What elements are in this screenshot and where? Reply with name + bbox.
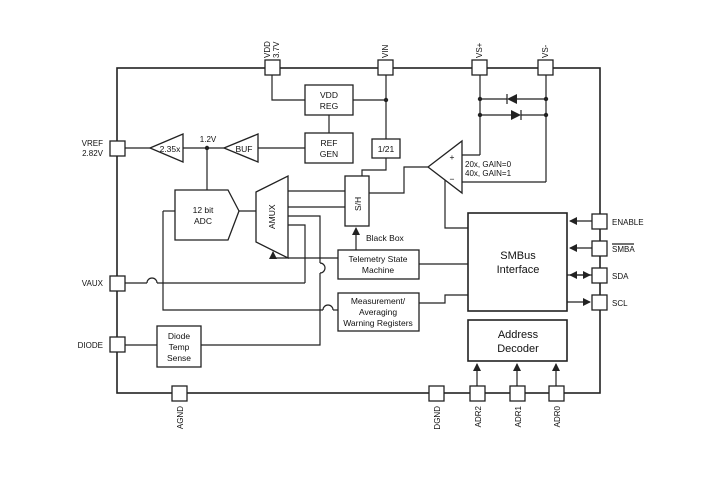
pin-vin [377,59,394,76]
wires [125,75,592,386]
adc-label-1: 12 bit [193,205,214,215]
label-scl: SCL [612,299,628,308]
label-vs-plus: VS+ [475,42,484,58]
diode-icon-upper [507,94,517,104]
ref-gen-label-1: REF [321,138,338,148]
gain-note-2: 40x, GAIN=1 [465,169,512,178]
diode-temp-label-1: Diode [168,331,190,341]
diode-temp-sense-block [156,325,202,368]
divider-label: 1/21 [378,144,395,154]
label-enable: ENABLE [612,218,644,227]
label-adr0: ADR0 [553,405,562,427]
telemetry-label-1: Telemetry State [348,254,407,264]
gain-note-1: 20x, GAIN=0 [465,160,512,169]
addr-label-1: Address [498,329,539,341]
smbus-interface-block [467,212,568,312]
label-vdd: VDD [263,41,272,58]
label-vs-minus: VS- [541,44,550,58]
pin-vdd [264,59,281,76]
label-vdd-voltage: 3.7V [272,41,281,58]
pin-adr0 [548,385,565,402]
pin-vs-minus [537,59,554,76]
label-vref-voltage: 2.82V [82,149,104,158]
measurement-registers-block [337,292,420,332]
pin-scl [591,294,608,311]
pin-diode [109,336,126,353]
smbus-label-2: Interface [497,264,540,276]
sample-hold-label: S/H [353,197,363,211]
diode-temp-label-2: Temp [169,342,190,352]
meas-label-2: Averaging [359,307,397,317]
v12-label: 1.2V [200,135,217,144]
pin-smba [591,240,608,257]
buf-label: BUF [236,144,253,154]
addr-label-2: Decoder [497,343,539,355]
pin-vaux [109,275,126,292]
amux-label: AMUX [267,204,277,229]
label-diode: DIODE [78,341,103,350]
label-vref: VREF [82,139,103,148]
vdd-reg-label-2: REG [320,101,338,111]
pin-adr1 [509,385,526,402]
pin-vref [109,140,126,157]
diode-icon-lower [511,110,521,120]
pin-dgnd [428,385,445,402]
telemetry-label-2: Machine [362,265,394,275]
pin-agnd [171,385,188,402]
pin-adr2 [469,385,486,402]
amp-plus-sign: + [450,152,455,162]
meas-label-3: Warning Registers [343,318,413,328]
label-vin: VIN [381,44,390,58]
label-adr1: ADR1 [514,405,523,427]
label-vaux: VAUX [82,279,104,288]
vdd-reg-label-1: VDD [320,90,338,100]
sample-hold-block [344,175,370,227]
label-smba: SMBA [612,245,635,254]
label-dgnd: DGND [433,406,442,430]
meas-label-1: Measurement/ [351,296,406,306]
pin-vs-plus [471,59,488,76]
black-box-label: Black Box [366,233,405,243]
address-decoder-block [467,319,568,362]
pin-enable [591,213,608,230]
chip-outline [116,67,601,394]
adc-label-2: ADC [194,216,212,226]
gain-235-label: 2.35x [160,144,182,154]
label-adr2: ADR2 [474,405,483,427]
label-agnd: AGND [176,406,185,429]
pin-sda [591,267,608,284]
smbus-label-1: SMBus [500,250,536,262]
label-sda: SDA [612,272,629,281]
adc-block [174,189,240,241]
diode-temp-label-3: Sense [167,353,191,363]
amp-minus-sign: − [450,174,455,184]
ref-gen-label-2: GEN [320,149,338,159]
